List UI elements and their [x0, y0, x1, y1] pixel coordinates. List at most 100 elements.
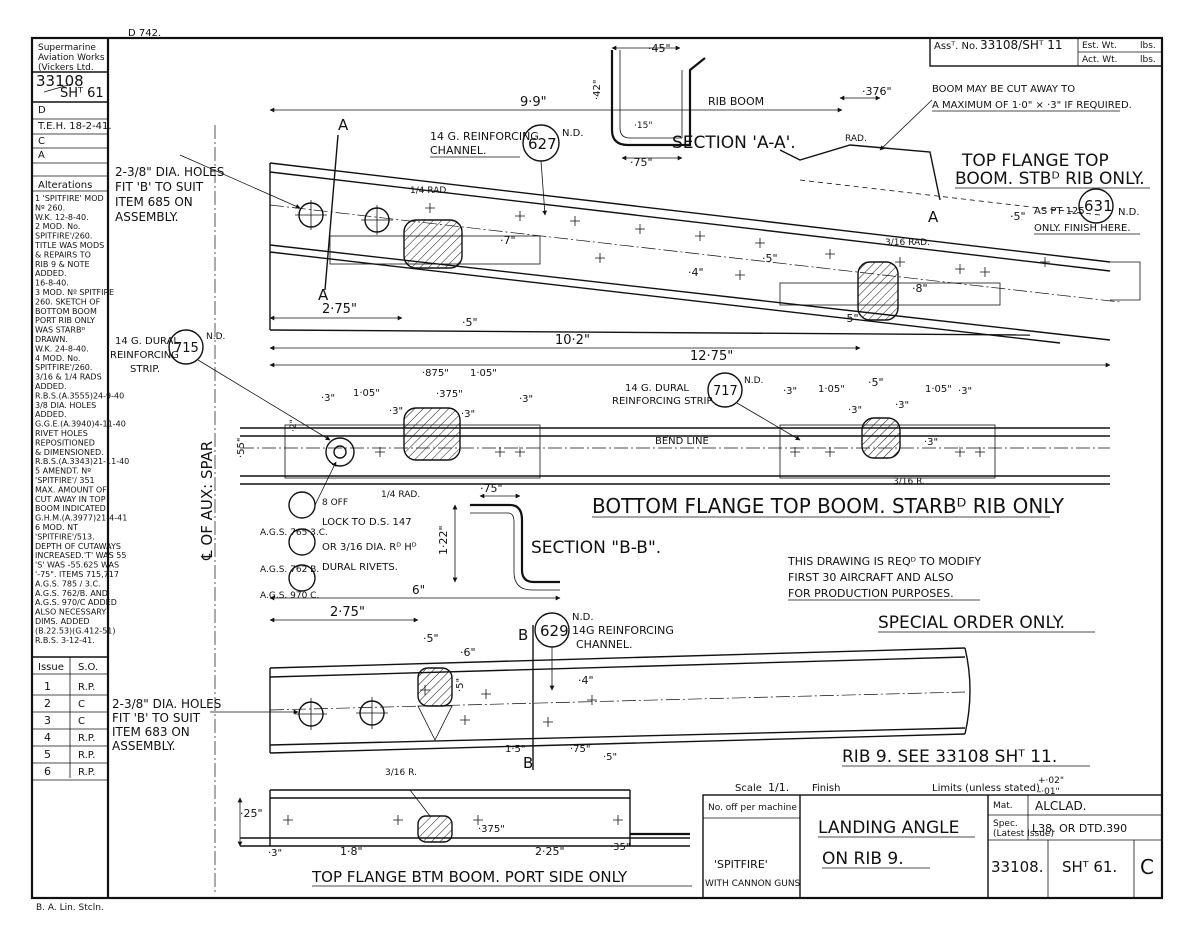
alteration-line: ALSO NECESSARY: [35, 608, 106, 617]
title-line2: ON RIB 9.: [822, 849, 904, 869]
rivet-mark: [515, 211, 525, 221]
aux-spar-label: ℄ OF AUX: SPAR: [198, 441, 216, 561]
top-flange-land-1: [403, 219, 463, 269]
rivet-mark: [635, 224, 645, 234]
alteration-line: BOTTOM BOOM: [35, 307, 97, 316]
tb-sheet: SHᵀ 61.: [1062, 858, 1117, 876]
rivet-mark: [790, 447, 800, 457]
alteration-line: G.H.M.(A.3977)21-4-41: [35, 514, 127, 523]
spec-sub: (Latest Issue): [993, 829, 1054, 839]
ags-970-text: A.G.S. 970 C.: [260, 591, 319, 601]
dim-5-a: ·5": [462, 316, 478, 329]
lower-channel-line2: CHANNEL.: [576, 638, 633, 651]
rivet-mark: [613, 815, 623, 825]
dim-3-c: ·3": [461, 409, 475, 420]
dim-1-05-a: 1·05": [470, 368, 497, 379]
rad-3-16-bottom: 3/16 R.: [893, 477, 925, 487]
alteration-line: ADDED.: [35, 410, 67, 419]
alteration-line: W.K. 12-8-40.: [35, 213, 89, 222]
alteration-line: ADDED.: [35, 269, 67, 278]
rivet-mark: [495, 447, 505, 457]
ags-762-balloon: [288, 528, 316, 556]
est-wt-label: Est. Wt.: [1082, 41, 1117, 51]
dim-3-b: ·3": [389, 406, 403, 417]
holes-note-line3: ITEM 685 ON: [115, 195, 193, 209]
dural-strip-line2: REINFORCING: [110, 350, 179, 361]
dim-4-lower: ·4": [578, 674, 594, 687]
rad-3-16-top: 3/16 RAD.: [885, 238, 930, 248]
limits-plus: +·02": [1038, 776, 1064, 786]
dim-5-lower-c: ·5": [603, 752, 617, 763]
so-cell: C: [78, 716, 85, 727]
dim-12-75: 12·75": [690, 349, 733, 364]
dim-375: ·375": [436, 389, 463, 400]
rivet-mark: [955, 264, 965, 274]
bottom-reference: B. A. Lin. Stcln.: [36, 903, 104, 913]
dim-6: 6": [412, 583, 425, 597]
top-flange-subtitle: BOOM. STBᴰ RIB ONLY.: [955, 169, 1145, 189]
rivet-mark: [473, 815, 483, 825]
rivet-mark: [460, 715, 470, 725]
alteration-line: R.B.S. 3-12-41.: [35, 636, 95, 645]
lock-ds-label: LOCK TO D.S. 147: [322, 517, 412, 528]
est-wt-unit: lbs.: [1140, 41, 1156, 51]
holes-note-line4: ASSEMBLY.: [115, 210, 178, 224]
lower-land: [417, 667, 453, 707]
alteration-line: BOOM INDICATED: [35, 504, 106, 513]
tb-issue: C: [1140, 855, 1154, 879]
alteration-line: CUT AWAY IN TOP: [35, 495, 106, 504]
rivet-mark: [515, 447, 525, 457]
item-717-number: 717: [713, 384, 738, 399]
item-627-nd: N.D.: [562, 128, 584, 139]
top-flange-btm-view: ·25" ·3" 1·8" 2·25" ·375" ·35" 3/16 R. T…: [237, 768, 692, 887]
rad-btm: 3/16 R.: [385, 768, 417, 778]
lower-holes-line1: 2-3/8" DIA. HOLES: [112, 697, 221, 711]
limits-label: Limits (unless stated): [932, 783, 1040, 794]
alteration-line: & DIMENSIONED.: [35, 448, 104, 457]
rib9-note: RIB 9. SEE 33108 SHᵀ 11.: [842, 747, 1057, 767]
rib-boom-label: RIB BOOM: [708, 95, 764, 108]
so-cell: R.P.: [78, 733, 95, 744]
alteration-line: 3/8 DIA. HOLES: [35, 401, 96, 410]
btm-land: [417, 815, 453, 843]
dim-3-f: ·3": [848, 405, 862, 416]
section-a-marker-bottom: A: [318, 286, 329, 304]
note-line3: FOR PRODUCTION PURPOSES.: [788, 587, 954, 600]
issue-cell: 6: [44, 765, 51, 778]
lower-holes-line2: FIT 'B' TO SUIT: [112, 711, 201, 725]
alteration-line: DIMS. ADDED: [35, 617, 90, 626]
alteration-line: 2 MOD. No.: [35, 222, 80, 231]
dim-3-d: ·3": [519, 394, 533, 405]
channel-14g-line1: 14 G. REINFORCING: [430, 130, 539, 143]
asst-label: Assᵀ. No.: [934, 41, 978, 52]
special-order-note: SPECIAL ORDER ONLY.: [878, 613, 1065, 633]
rad-quarter-top: 1/4 RAD.: [410, 186, 449, 196]
title-line1: LANDING ANGLE: [818, 818, 959, 838]
limits-minus: -·01": [1038, 787, 1060, 797]
tb-guns: WITH CANNON GUNS: [705, 879, 801, 889]
boom-note-line1: BOOM MAY BE CUT AWAY TO: [932, 84, 1075, 95]
dim-3-i: ·3": [924, 437, 938, 448]
dim-2-75-lower: 2·75": [330, 605, 365, 620]
alteration-line: RIB 9 & NOTE: [35, 260, 90, 269]
alteration-line: DEPTH OF CUTAWAYS: [35, 542, 121, 551]
dim-8: ·8": [912, 282, 928, 295]
dim-6-lower: ·6": [460, 646, 476, 659]
off-8-label: 8 OFF: [322, 498, 348, 508]
dim-5-lower-a: ·5": [423, 632, 439, 645]
asst-value: 33108/SHᵀ 11: [980, 38, 1063, 52]
item-629-number: 629: [540, 622, 569, 640]
lower-channel-line1: 14G REINFORCING: [572, 624, 674, 637]
holes-note-line2: FIT 'B' TO SUIT: [115, 180, 204, 194]
alteration-line: W.K. 24-8-40.: [35, 344, 89, 353]
dim-3-g: ·3": [895, 400, 909, 411]
item-717-balloon: [707, 372, 743, 408]
lower-rib-view: B B 629 N.D. 14G REINFORCING CHANNEL. 2-…: [112, 605, 971, 772]
bottom-flange-land-1: [403, 407, 461, 461]
rivet-mark: [1040, 257, 1050, 267]
item-629-nd: N.D.: [572, 612, 594, 623]
alteration-line: (B.22.53)(G.412-51): [35, 626, 116, 635]
rivet-mark: [375, 447, 385, 457]
